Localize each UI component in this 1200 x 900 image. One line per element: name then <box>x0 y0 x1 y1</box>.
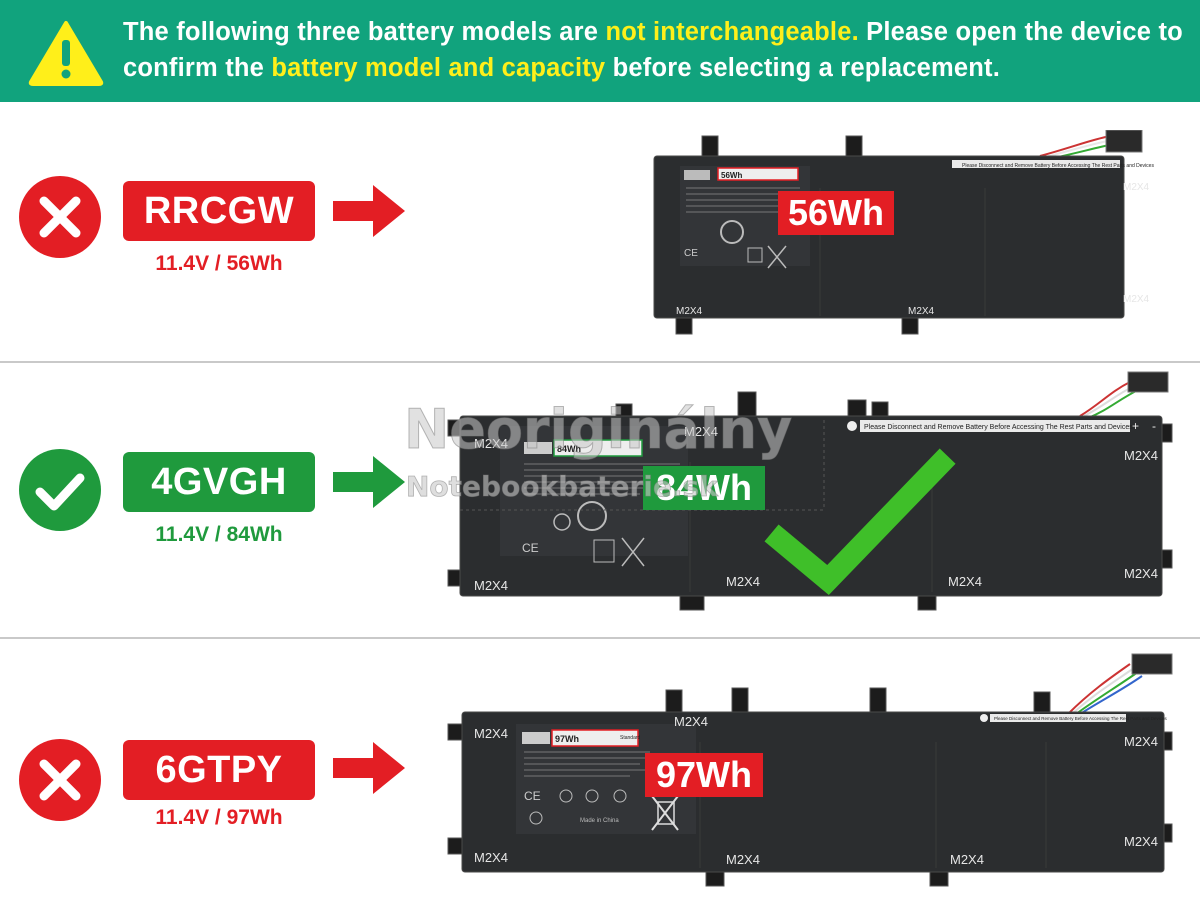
screw-label: M2X4 <box>726 852 760 867</box>
notice-part-2: Please open the device to confirm the <box>123 18 1183 82</box>
screw-label: M2X4 <box>474 436 508 451</box>
model-label: 6GTPY <box>123 740 315 800</box>
check-icon <box>19 449 101 531</box>
label-capacity: 97Wh <box>555 734 579 744</box>
screw-label: M2X4 <box>674 714 708 729</box>
screw-label: M2X4 <box>1124 448 1158 463</box>
warning-strip: Please Disconnect and Remove Battery Bef… <box>994 716 1168 721</box>
capacity-tag: 84Wh <box>643 466 765 510</box>
svg-text:CE: CE <box>684 248 698 259</box>
label-standard: Standard <box>620 735 641 741</box>
made-in: Made in China <box>580 818 619 824</box>
terminal-plus: + <box>1132 419 1139 433</box>
screw-label: M2X4 <box>1124 834 1158 849</box>
model-label: 4GVGH <box>123 452 315 512</box>
battery-image-56wh: 56Wh CE Please Disconnect and Remove Bat… <box>653 130 1154 335</box>
watermark-title: Neoriginálny <box>403 398 793 462</box>
spec-label: 11.4V / 97Wh <box>155 806 283 829</box>
arrow-right-icon <box>333 456 405 508</box>
screw-label: M2X4 <box>908 306 935 317</box>
notice-text: The following three battery models are n… <box>123 14 1183 86</box>
notice-banner: The following three battery models are n… <box>0 0 1200 102</box>
terminal-minus: - <box>1152 419 1156 433</box>
label-capacity: 56Wh <box>721 171 742 180</box>
notice-part-1: The following three battery models are <box>123 18 606 46</box>
screw-label: M2X4 <box>1123 182 1150 193</box>
battery-image-84wh: 84Wh CE Please Disconnect and Remove Bat… <box>447 371 1173 611</box>
screw-label: M2X4 <box>474 578 508 593</box>
capacity-tag: 56Wh <box>778 191 894 235</box>
warning-icon <box>28 21 104 86</box>
section-divider <box>0 637 1200 639</box>
svg-text:CE: CE <box>522 541 539 555</box>
screw-label: M2X4 <box>948 574 982 589</box>
notice-highlight-2: battery model and capacity <box>271 54 606 82</box>
label-capacity: 84Wh <box>557 444 581 454</box>
notice-highlight-1: not interchangeable. <box>605 18 859 46</box>
arrow-right-icon <box>333 742 405 794</box>
notice-part-3: before selecting a replacement. <box>605 54 1001 82</box>
warning-strip: Please Disconnect and Remove Battery Bef… <box>864 424 1133 431</box>
section-divider <box>0 361 1200 363</box>
x-icon <box>19 739 101 821</box>
arrow-right-icon <box>333 185 405 237</box>
checkmark-icon <box>764 448 956 595</box>
spec-label: 11.4V / 56Wh <box>155 252 283 275</box>
screw-label: M2X4 <box>1124 734 1158 749</box>
battery-image-97wh: 97Wh Standard CE Made in China Please Di… <box>447 653 1173 887</box>
screw-label: M2X4 <box>1123 294 1150 305</box>
screw-label: M2X4 <box>676 306 703 317</box>
screw-label: M2X4 <box>950 852 984 867</box>
warning-strip: Please Disconnect and Remove Battery Bef… <box>962 163 1154 169</box>
capacity-tag: 97Wh <box>645 753 763 797</box>
screw-label: M2X4 <box>684 424 718 439</box>
screw-label: M2X4 <box>474 726 508 741</box>
watermark-subtitle: Notebookbaterie.sk <box>406 470 719 504</box>
spec-label: 11.4V / 84Wh <box>155 523 283 546</box>
screw-label: M2X4 <box>726 574 760 589</box>
screw-label: M2X4 <box>1124 566 1158 581</box>
svg-text:CE: CE <box>524 789 541 803</box>
screw-label: M2X4 <box>474 850 508 865</box>
model-label: RRCGW <box>123 181 315 241</box>
x-icon <box>19 176 101 258</box>
